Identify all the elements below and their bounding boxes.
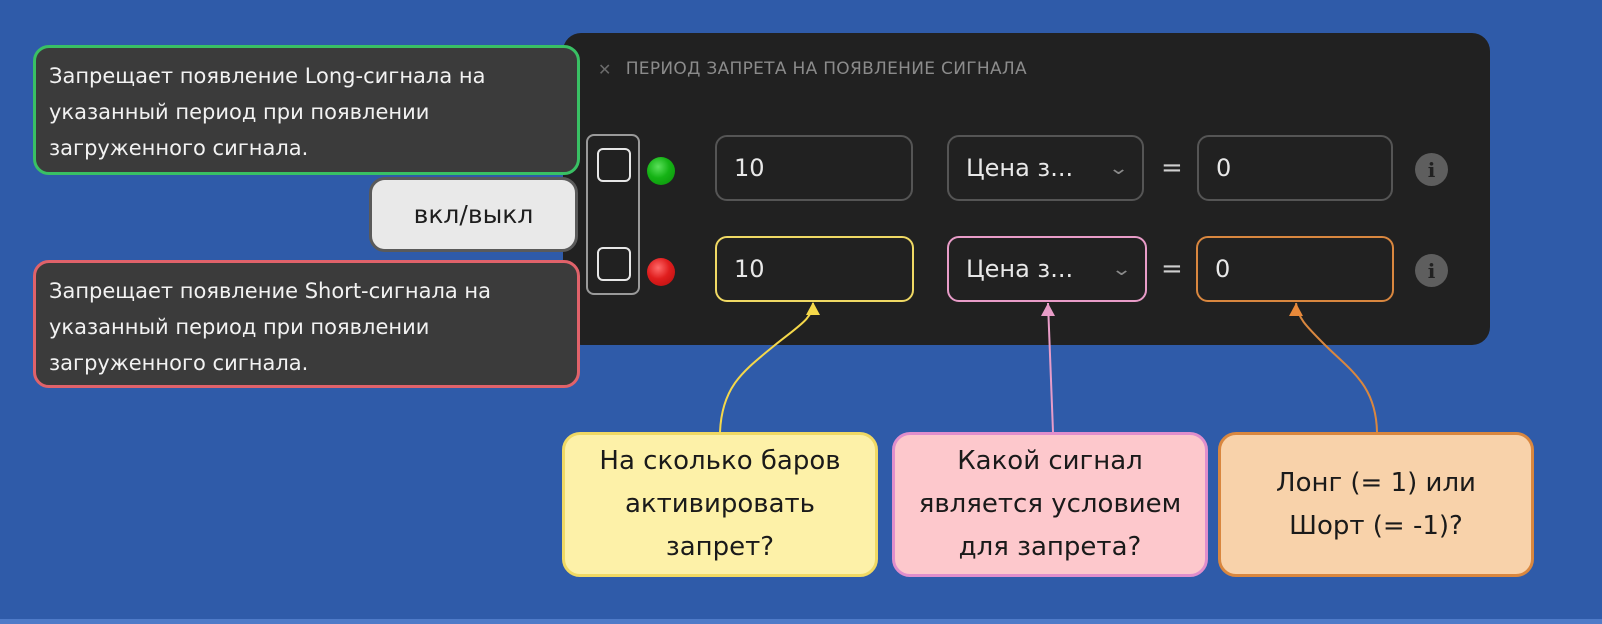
short-signal-select-value: Цена з... — [966, 255, 1074, 283]
short-direction-value: 0 — [1215, 255, 1231, 283]
long-direction-value: 0 — [1216, 154, 1232, 182]
long-bars-value: 10 — [734, 154, 765, 182]
condition-signal-callout-text: Какой сигнал является условием для запре… — [918, 446, 1182, 562]
equals-sign: = — [1161, 254, 1183, 284]
panel-header: ✕ ПЕРИОД ЗАПРЕТА НА ПОЯВЛЕНИЕ СИГНАЛА — [598, 59, 1027, 79]
toggle-label: вкл/выкл — [413, 200, 534, 229]
short-signal-select[interactable]: Цена з... ⌄ — [947, 236, 1147, 302]
info-glyph: i — [1427, 258, 1436, 283]
short-enable-checkbox[interactable] — [597, 247, 631, 281]
long-ban-tooltip: Запрещает появление Long-сигнала на указ… — [33, 45, 580, 175]
chevron-down-icon: ⌄ — [1110, 258, 1133, 280]
panel-title: ПЕРИОД ЗАПРЕТА НА ПОЯВЛЕНИЕ СИГНАЛА — [625, 59, 1027, 79]
info-icon[interactable]: i — [1415, 153, 1448, 186]
signal-ban-period-panel: ✕ ПЕРИОД ЗАПРЕТА НА ПОЯВЛЕНИЕ СИГНАЛА 10… — [563, 33, 1490, 345]
info-glyph: i — [1427, 157, 1436, 182]
short-signal-indicator-icon — [647, 258, 675, 286]
short-ban-tooltip: Запрещает появление Short-сигнала на ука… — [33, 260, 580, 388]
long-bars-input[interactable]: 10 — [715, 135, 913, 201]
bottom-edge — [0, 619, 1602, 624]
short-bars-value: 10 — [734, 255, 765, 283]
long-enable-checkbox[interactable] — [597, 148, 631, 182]
toggle-checkbox-group — [586, 134, 640, 295]
long-signal-select[interactable]: Цена з... ⌄ — [947, 135, 1144, 201]
toggle-label-callout: вкл/выкл — [369, 177, 578, 252]
bars-count-callout-text: На сколько баров активировать запрет? — [599, 446, 841, 562]
direction-callout-text: Лонг (= 1) или Шорт (= -1)? — [1276, 467, 1476, 541]
bars-count-callout: На сколько баров активировать запрет? — [562, 432, 878, 577]
equals-sign: = — [1161, 153, 1183, 183]
short-bars-input[interactable]: 10 — [715, 236, 914, 302]
long-signal-indicator-icon — [647, 157, 675, 185]
chevron-down-icon: ⌄ — [1107, 157, 1130, 179]
direction-callout: Лонг (= 1) или Шорт (= -1)? — [1218, 432, 1534, 577]
long-signal-select-value: Цена з... — [966, 154, 1074, 182]
short-direction-input[interactable]: 0 — [1196, 236, 1394, 302]
long-direction-input[interactable]: 0 — [1197, 135, 1393, 201]
condition-signal-callout: Какой сигнал является условием для запре… — [892, 432, 1208, 577]
info-icon[interactable]: i — [1415, 254, 1448, 287]
close-icon[interactable]: ✕ — [598, 59, 612, 79]
